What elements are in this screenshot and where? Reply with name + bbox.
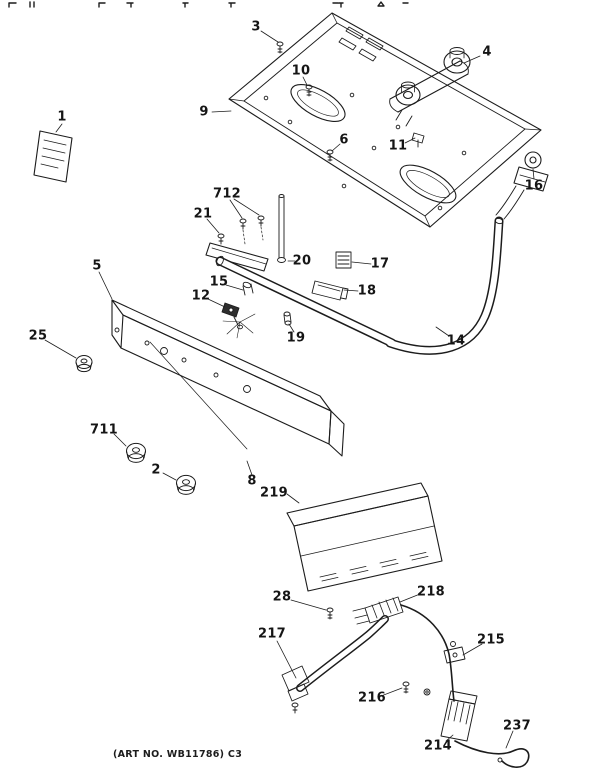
leader-lines (44, 30, 535, 749)
screw-216 (402, 681, 431, 696)
panel-clip (411, 132, 425, 148)
burner-head (281, 665, 310, 714)
air-shutter-assembly (389, 47, 471, 127)
panel-screws (276, 41, 334, 162)
knob-711 (126, 442, 146, 463)
manifold-pipe-highlight (217, 218, 502, 354)
igniter-switch-parts (311, 251, 352, 301)
scan-artifacts (8, 1, 409, 8)
burner-tube-highlight (297, 616, 388, 691)
orifice-tube (277, 194, 286, 263)
literature-packet (33, 130, 73, 183)
manifold-bracket (205, 215, 269, 272)
manifold-fittings (221, 281, 292, 339)
pressure-regulator (495, 151, 549, 220)
igniter-wire (400, 604, 455, 702)
manifold-pipe-caps (216, 217, 504, 267)
screw-28 (326, 607, 334, 620)
connector-block (352, 596, 404, 625)
wire-clamp (443, 641, 466, 664)
control-panel (111, 299, 345, 457)
spark-igniter (440, 690, 478, 742)
burner-box-panel (228, 12, 542, 228)
knob-2 (176, 474, 196, 495)
igniter-lead-wire (454, 740, 530, 768)
deflector-shield (286, 482, 443, 592)
knob-25 (75, 355, 93, 373)
art-number: (ART NO. WB11786) C3 (113, 749, 243, 760)
manifold-pipe (215, 216, 504, 355)
